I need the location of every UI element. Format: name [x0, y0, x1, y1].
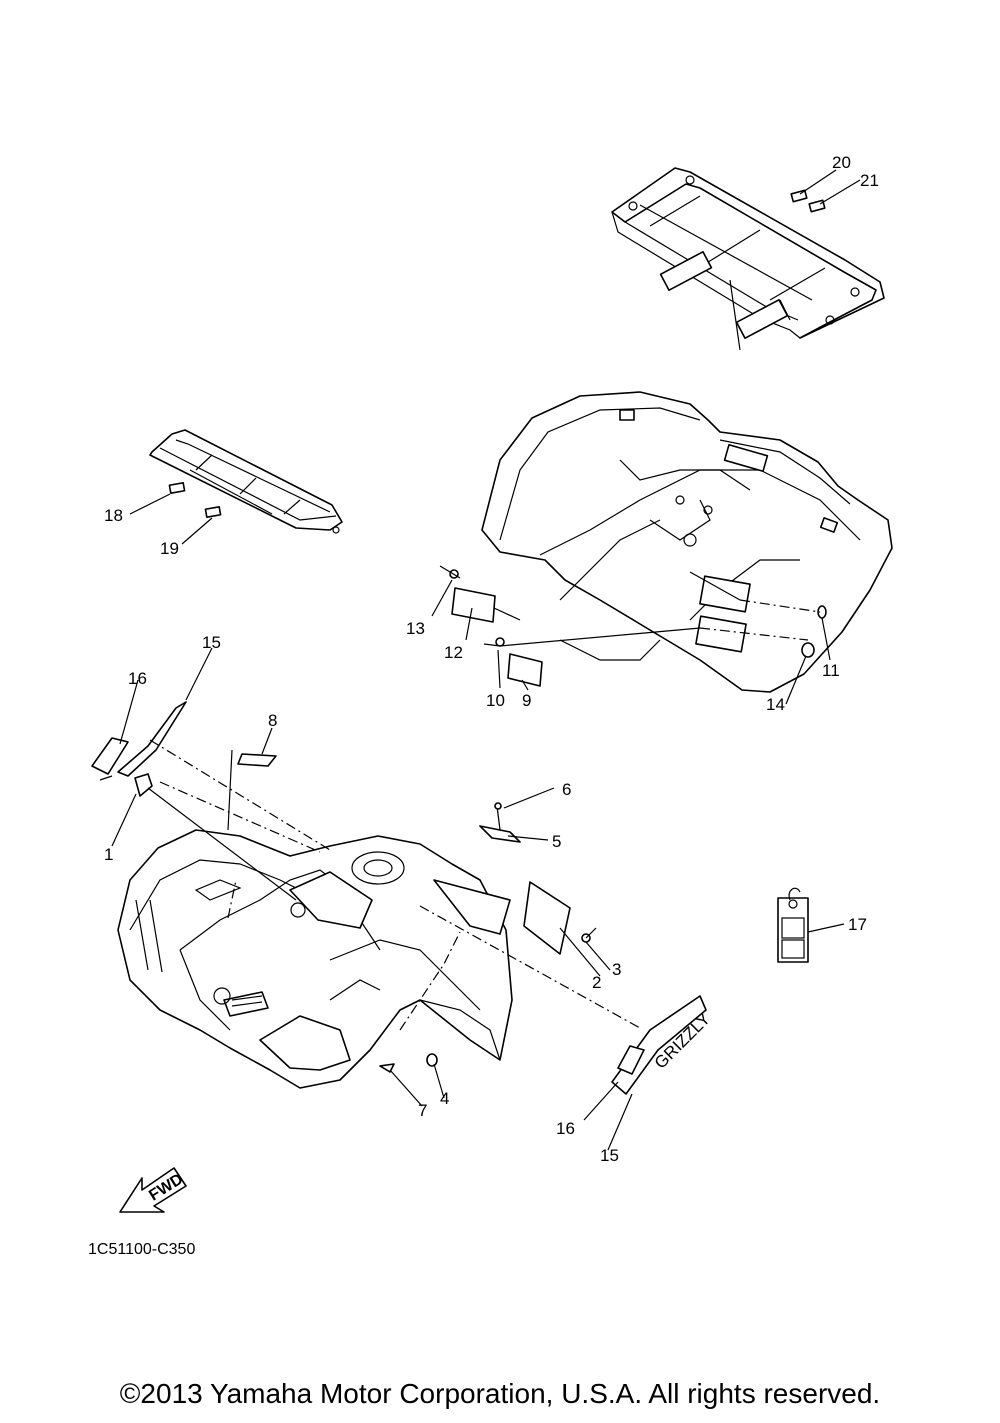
callout-13: 13	[406, 619, 425, 638]
decal-8	[237, 753, 277, 767]
callout-18: 18	[104, 506, 123, 525]
side-decals-left	[91, 701, 331, 851]
reflector-bracket-parts	[439, 565, 827, 687]
callout-9: 9	[522, 691, 531, 710]
tag-17	[777, 887, 809, 963]
callout-21: 21	[860, 171, 879, 190]
front-fender-small-parts	[134, 773, 641, 1073]
callout-20: 20	[832, 153, 851, 172]
callout-1: 1	[104, 845, 113, 864]
emblem-1	[134, 773, 153, 797]
callout-8: 8	[268, 711, 277, 730]
reflector-plate-9	[507, 653, 543, 687]
side-decals-right: GRIZZLY	[611, 995, 714, 1095]
callout-3: 3	[612, 960, 621, 979]
reflector-plate-12	[451, 587, 496, 623]
callout-19: 19	[160, 539, 179, 558]
rear-carrier-rack	[611, 167, 885, 351]
front-carrier-rack	[149, 429, 343, 534]
callout-15-right: 15	[600, 1146, 619, 1165]
callout-5: 5	[552, 832, 561, 851]
callout-12: 12	[444, 643, 463, 662]
callout-17: 17	[848, 915, 867, 934]
callout-14: 14	[766, 695, 785, 714]
callout-4: 4	[440, 1089, 449, 1108]
callout-7: 7	[418, 1101, 427, 1120]
callout-6: 6	[562, 780, 571, 799]
callout-10: 10	[486, 691, 505, 710]
rear-fender	[481, 391, 893, 693]
plate-2	[523, 881, 571, 955]
callout-16-left: 16	[128, 669, 147, 688]
fwd-arrow: FWD	[119, 1167, 187, 1213]
front-fender	[117, 829, 513, 1089]
callout-2: 2	[592, 973, 601, 992]
diagram-code: 1C51100-C350	[88, 1241, 195, 1258]
callout-labels: 20 21 18 19 13 12 10 9 11 14 15 16 8 1 6…	[88, 153, 879, 1258]
callout-16-right: 16	[556, 1119, 575, 1138]
callout-15-left: 15	[202, 633, 221, 652]
callout-11: 11	[822, 661, 840, 680]
copyright-notice: ©2013 Yamaha Motor Corporation, U.S.A. A…	[119, 1378, 881, 1409]
leader-lines	[111, 169, 861, 1151]
